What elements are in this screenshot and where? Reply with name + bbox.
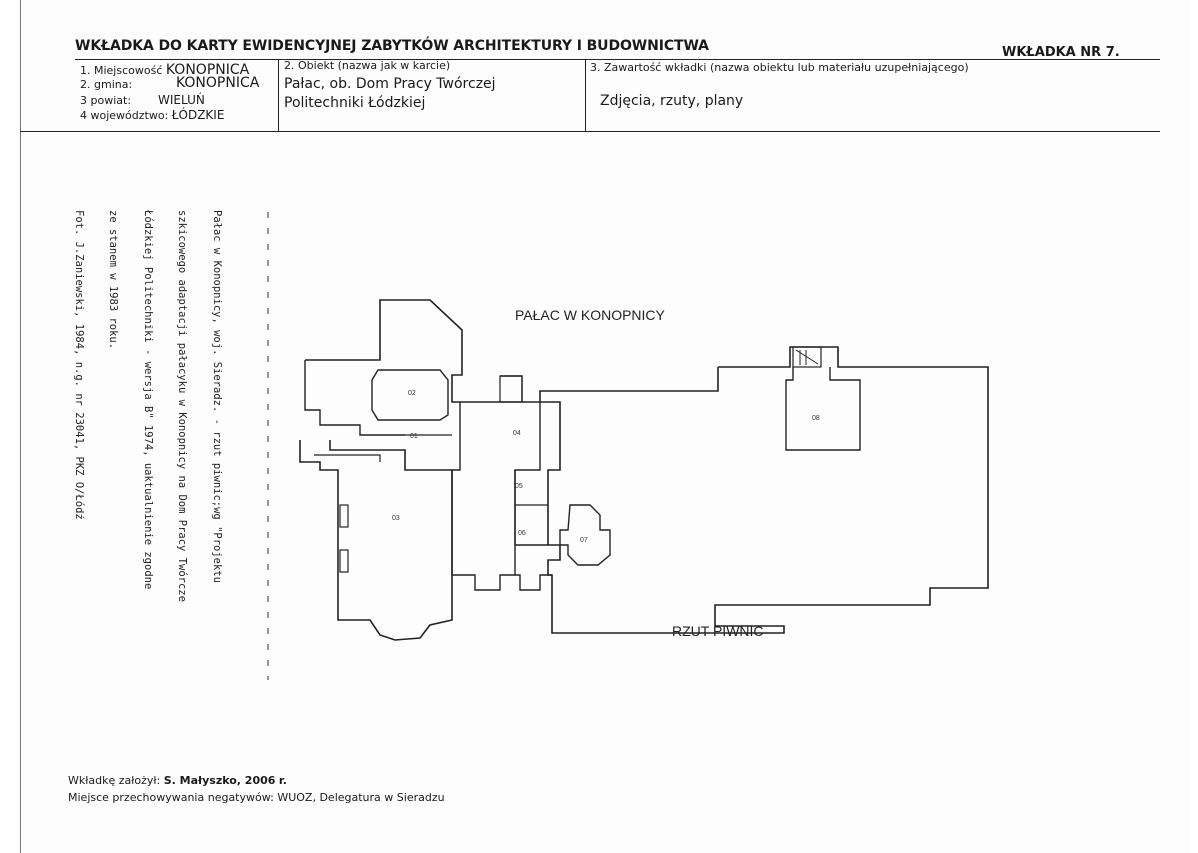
wojewodztwo-value: ŁÓDZKIE	[171, 108, 225, 122]
room-label: 04	[513, 430, 521, 437]
room-label: 03	[392, 515, 400, 522]
document-title: WKŁADKA DO KARTY EWIDENCYJNEJ ZABYTKÓW A…	[75, 38, 709, 54]
plan-wall	[371, 369, 449, 421]
plan-subtitle: RZUT PIWNIC	[672, 623, 764, 639]
room-label: 08	[812, 415, 820, 422]
wojewodztwo-row: 4 województwo: ŁÓDZKIE	[80, 108, 224, 122]
object-name-line2: Politechniki Łódzkiej	[284, 95, 426, 111]
founded-value: S. Małyszko, 2006	[163, 774, 276, 787]
powiat-label: 3 powiat:	[80, 94, 132, 107]
insert-label: WKŁADKA NR	[1002, 45, 1102, 60]
stair	[792, 346, 822, 368]
header-rule	[75, 59, 1160, 60]
object-label: 2. Obiekt (nazwa jak w karcie)	[284, 59, 451, 72]
insert-number: 7.	[1105, 45, 1120, 60]
plan-wall	[299, 440, 453, 641]
room-label: 05	[515, 483, 523, 490]
contents-value: Zdjęcia, rzuty, plany	[600, 93, 744, 109]
plan-wall	[500, 375, 523, 402]
plan-wall	[305, 299, 463, 403]
plan-wall	[304, 360, 405, 436]
room-label: 02	[408, 390, 416, 397]
plan-wall	[451, 402, 552, 591]
table-bottom-rule	[20, 131, 1160, 132]
pillar	[339, 549, 349, 573]
storage-value: WUOZ, Delegatura w Sieradzu	[277, 791, 445, 804]
pillar	[339, 504, 349, 528]
record-sheet	[20, 0, 1191, 853]
object-name-line1: Pałac, ob. Dom Pracy Twórczej	[284, 76, 496, 92]
plan-wall	[559, 504, 611, 566]
miejscowosc-value: KONOPNICA	[165, 62, 250, 78]
column-divider-2	[585, 59, 586, 131]
stair	[499, 375, 523, 403]
plan-title: PAŁAC W KONOPNICY	[515, 307, 666, 323]
room-label: 07	[580, 537, 588, 544]
room-label: 01	[410, 433, 418, 440]
plan-wall	[539, 346, 989, 634]
powiat-value: WIELUŃ	[158, 93, 205, 107]
founded-by: Wkładkę założył: S. Małyszko, 2006 r.	[68, 774, 287, 787]
miejscowosc-row: 1. Miejscowość KONOPNICA	[80, 62, 249, 78]
negatives-storage: Miejsce przechowywania negatywów: WUOZ, …	[68, 791, 445, 804]
plan-wall	[785, 367, 861, 451]
stair-line	[795, 349, 819, 365]
column-divider-1	[278, 59, 279, 131]
gmina-label: 2. gmina:	[80, 78, 133, 91]
storage-label: Miejsce przechowywania negatywów:	[68, 791, 274, 804]
gmina-value: KONOPNICA	[176, 75, 260, 91]
plan-wall	[460, 401, 548, 546]
insert-number-label: WKŁADKA NR 7.	[1002, 45, 1120, 60]
room-label: 06	[518, 530, 526, 537]
founded-suffix: r.	[278, 774, 287, 787]
plan-wall	[314, 454, 381, 462]
contents-label: 3. Zawartość wkładki (nazwa obiektu lub …	[590, 61, 969, 74]
wojewodztwo-label: 4 województwo:	[80, 109, 169, 122]
founded-label: Wkładkę założył:	[68, 774, 161, 787]
miejscowosc-label: 1. Miejscowość	[80, 64, 163, 77]
